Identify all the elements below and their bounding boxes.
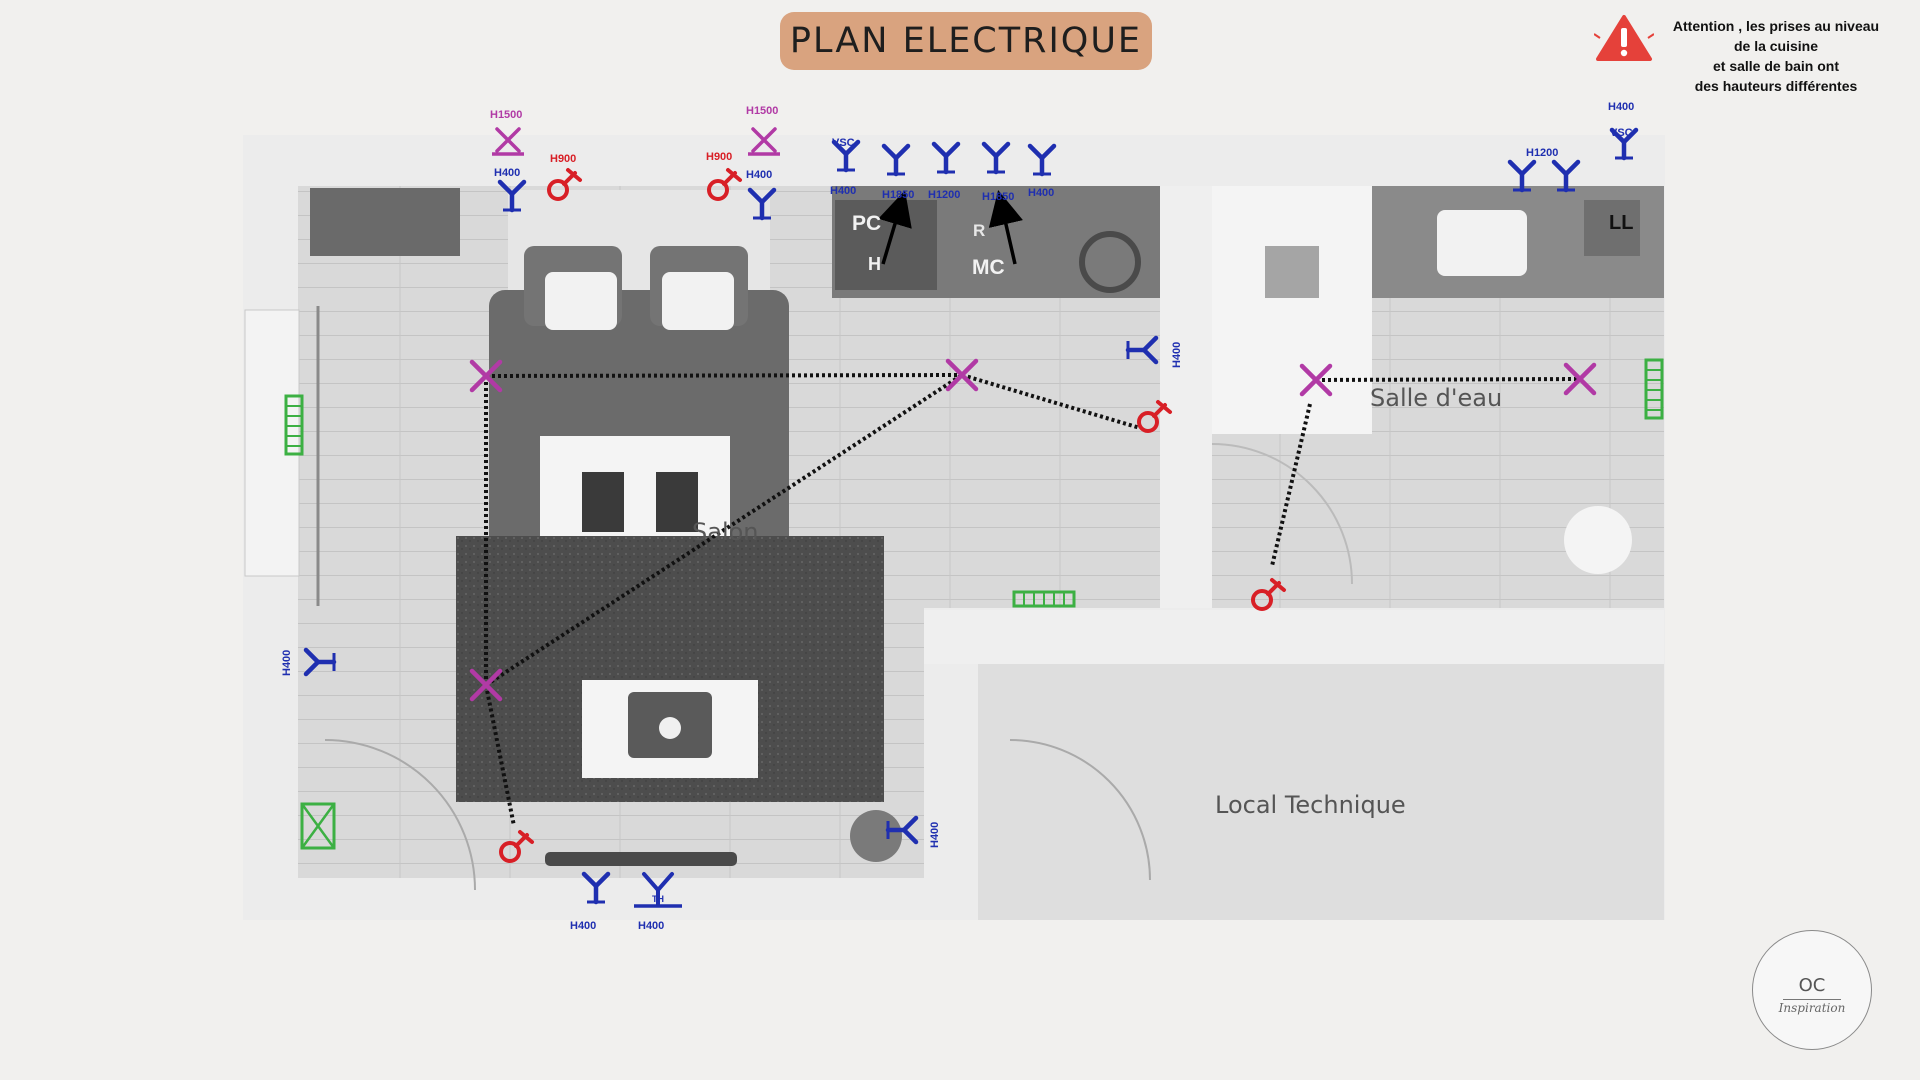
kitchen-sink (1079, 231, 1141, 293)
height-label: H400 (929, 822, 941, 848)
plant (850, 810, 902, 862)
vmc-extractor-icon (300, 802, 336, 850)
height-label: H1500 (746, 105, 778, 117)
height-label: H400 (830, 185, 856, 197)
bed-pillow-dark-2 (656, 472, 698, 532)
radiator-icon (284, 394, 304, 456)
local-technique-floor (978, 664, 1664, 920)
technique-door-arc (1009, 739, 1151, 881)
tv-outlet-icon: TH (634, 872, 682, 908)
bathroom-shower (1212, 186, 1372, 434)
height-label: H1200 (1526, 147, 1558, 159)
wiring-lines (484, 373, 1581, 827)
logo-line-1: OC (1798, 975, 1826, 996)
room-label-salle-eau: Salle d'eau (1370, 384, 1502, 412)
switch-icon (748, 127, 780, 156)
warning-line: des hauteurs différentes (1694, 78, 1858, 94)
washing-machine (1584, 200, 1640, 256)
height-label: H1850 (882, 189, 914, 201)
page-title: PLAN ELECTRIQUE (780, 12, 1152, 70)
height-label: H400 (746, 169, 772, 181)
height-label: H1850 (982, 191, 1014, 203)
coffee-table-bowl (659, 717, 681, 739)
bed-pillow-dark-1 (582, 472, 624, 532)
room-label-salon: Salon (692, 518, 759, 546)
tv-stand (545, 852, 737, 866)
brand-logo: OC Inspiration (1752, 930, 1872, 1050)
appliance-ll: LL (1609, 212, 1633, 234)
warning-text: Attention , les prises au niveau de la c… (1658, 16, 1894, 96)
radiator-icon (1644, 358, 1664, 420)
height-label: H400 (1171, 342, 1183, 368)
kitchen-cooktop (835, 200, 937, 290)
shower-tray (1265, 246, 1319, 298)
cushion-left (545, 272, 617, 330)
radiator-icon (1012, 590, 1076, 608)
height-label: H400 (1028, 187, 1054, 199)
left-window-bay (244, 309, 300, 577)
wall-divider (1160, 186, 1212, 608)
height-label: H400 (1608, 101, 1634, 113)
logo-line-2: Inspiration (1778, 1001, 1846, 1015)
warning-line: de la cuisine (1733, 38, 1819, 54)
wall-corridor (924, 610, 1664, 664)
arrow-h (878, 190, 912, 265)
warning-triangle-icon (1594, 15, 1654, 61)
height-label: H400 (494, 167, 520, 179)
height-label: H400 (570, 920, 596, 932)
appliance-pc: PC (852, 212, 881, 235)
toilet (1564, 506, 1632, 574)
warning-line: et salle de bain ont (1712, 58, 1840, 74)
height-label: H400 (281, 650, 293, 676)
height-label: H400 (638, 920, 664, 932)
bathroom-door-arc (1211, 443, 1353, 585)
warning-line: Attention , les prises au niveau (1672, 18, 1880, 34)
height-label: H1500 (490, 109, 522, 121)
height-label: H900 (706, 151, 732, 163)
height-label: H900 (550, 153, 576, 165)
appliance-r: R (973, 221, 985, 240)
dresser (310, 188, 460, 256)
entry-door-arc (324, 739, 476, 891)
height-label: H1200 (928, 189, 960, 201)
vsc-label: VSC (1610, 127, 1633, 139)
appliance-h: H (868, 254, 881, 274)
arrow-mc (988, 189, 1023, 265)
tel-label: TH (652, 894, 664, 904)
cushion-right (662, 272, 734, 330)
bathroom-sink (1437, 210, 1527, 276)
switch-icon (492, 127, 524, 156)
vsc-label: VSC (832, 137, 855, 149)
appliance-mc: MC (972, 256, 1005, 279)
room-label-local-technique: Local Technique (1215, 791, 1406, 819)
